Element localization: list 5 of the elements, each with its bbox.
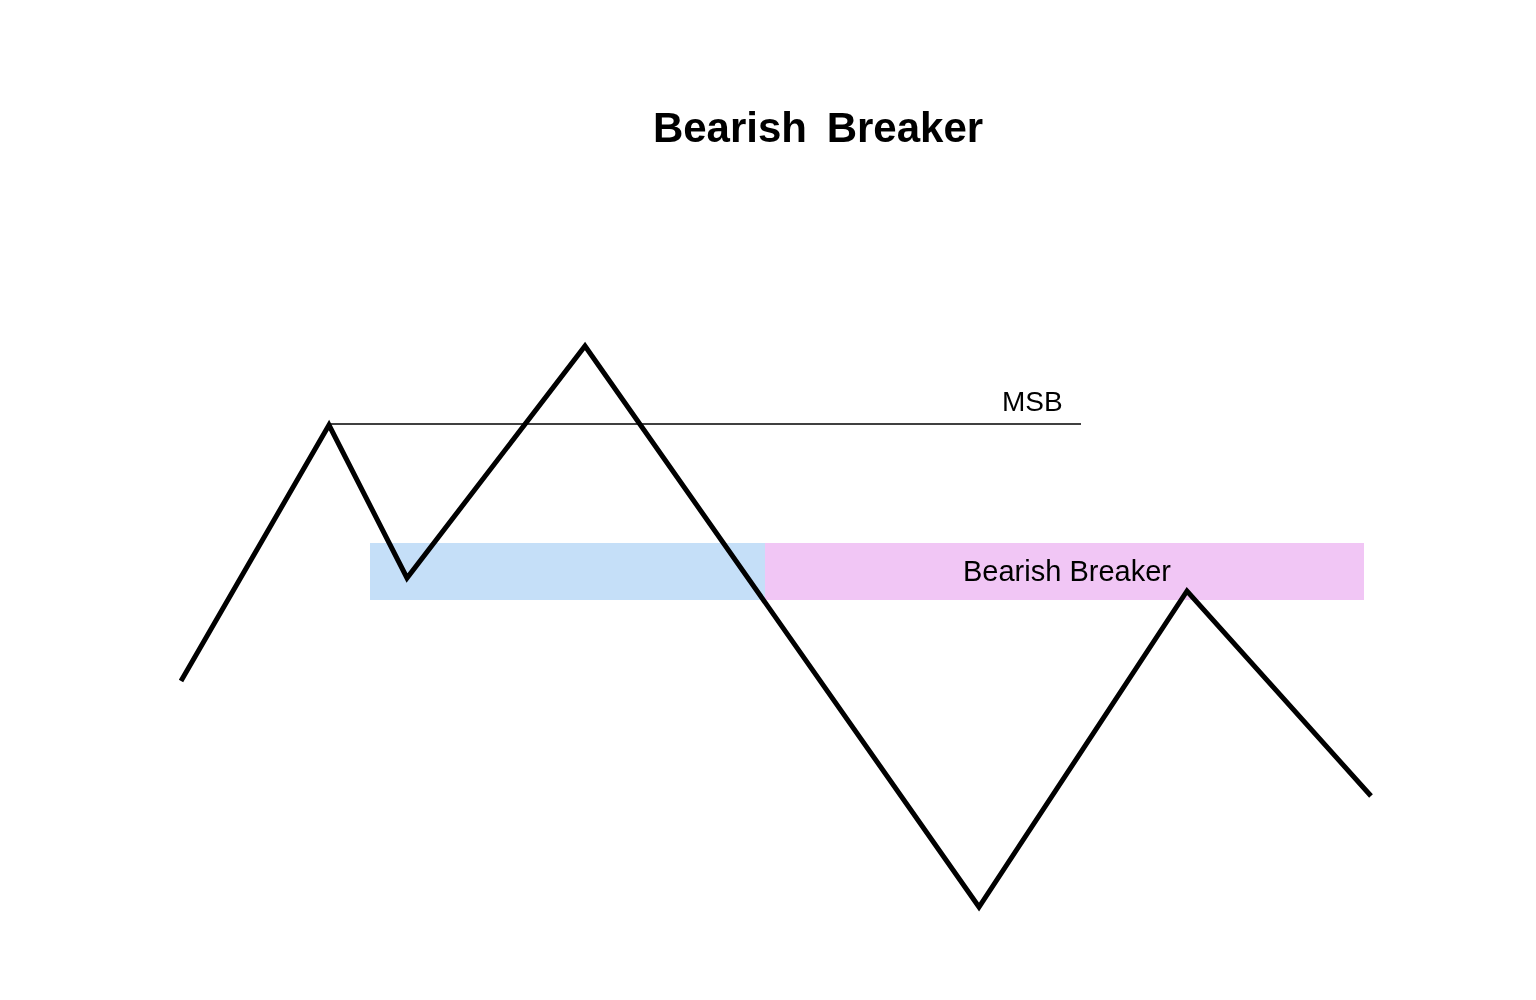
zone-box xyxy=(370,543,765,600)
zone-label: Bearish Breaker xyxy=(963,555,1171,588)
breaker-zone xyxy=(765,543,1364,600)
chart-title: Bearish Breaker xyxy=(651,104,985,152)
level-label: MSB xyxy=(1002,386,1063,418)
